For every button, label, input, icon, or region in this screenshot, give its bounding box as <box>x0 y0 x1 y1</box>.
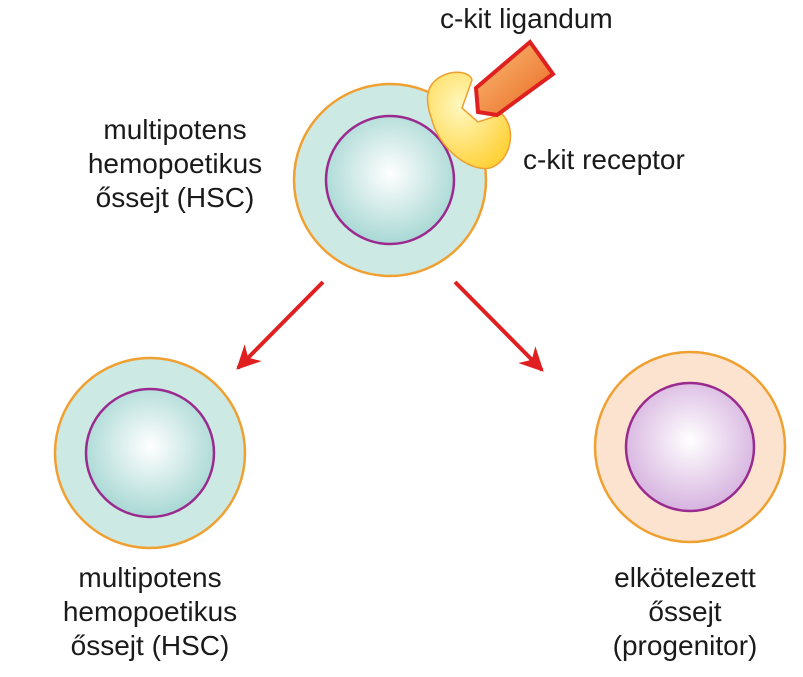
arrow-to-right-cell <box>453 280 544 372</box>
top-hsc-label-line: multipotens <box>103 114 247 145</box>
progenitor-nucleus <box>624 381 756 513</box>
progenitor-label-line: őssejt <box>648 596 722 627</box>
left-hsc-label-line: őssejt (HSC) <box>70 630 230 661</box>
left-hsc-label: multipotens hemopoetikus őssejt (HSC) <box>30 561 270 663</box>
progenitor-cell <box>593 350 787 544</box>
left-hsc-nucleus <box>84 387 216 519</box>
top-hsc-label-line: hemopoetikus <box>87 148 263 179</box>
left-hsc-label-line: multipotens <box>78 562 222 593</box>
left-hsc-label-line: hemopoetikus <box>62 596 238 627</box>
progenitor-label-line: elkötelezett <box>614 562 756 593</box>
top-hsc-label: multipotens hemopoetikus őssejt (HSC) <box>50 113 300 215</box>
progenitor-label-line: (progenitor) <box>612 630 758 661</box>
top-hsc-label-line: őssejt (HSC) <box>95 182 255 213</box>
top-hsc-nucleus <box>324 114 456 246</box>
arrow-to-left-cell <box>236 280 325 370</box>
c-kit-ligand-label: c-kit ligandum <box>440 3 613 34</box>
c-kit-ligand-shape <box>473 39 556 118</box>
left-hsc-cell <box>53 356 247 550</box>
progenitor-label: elkötelezett őssejt (progenitor) <box>570 561 800 663</box>
c-kit-receptor-label: c-kit receptor <box>523 144 685 175</box>
c-kit-receptor-shape <box>426 71 512 170</box>
